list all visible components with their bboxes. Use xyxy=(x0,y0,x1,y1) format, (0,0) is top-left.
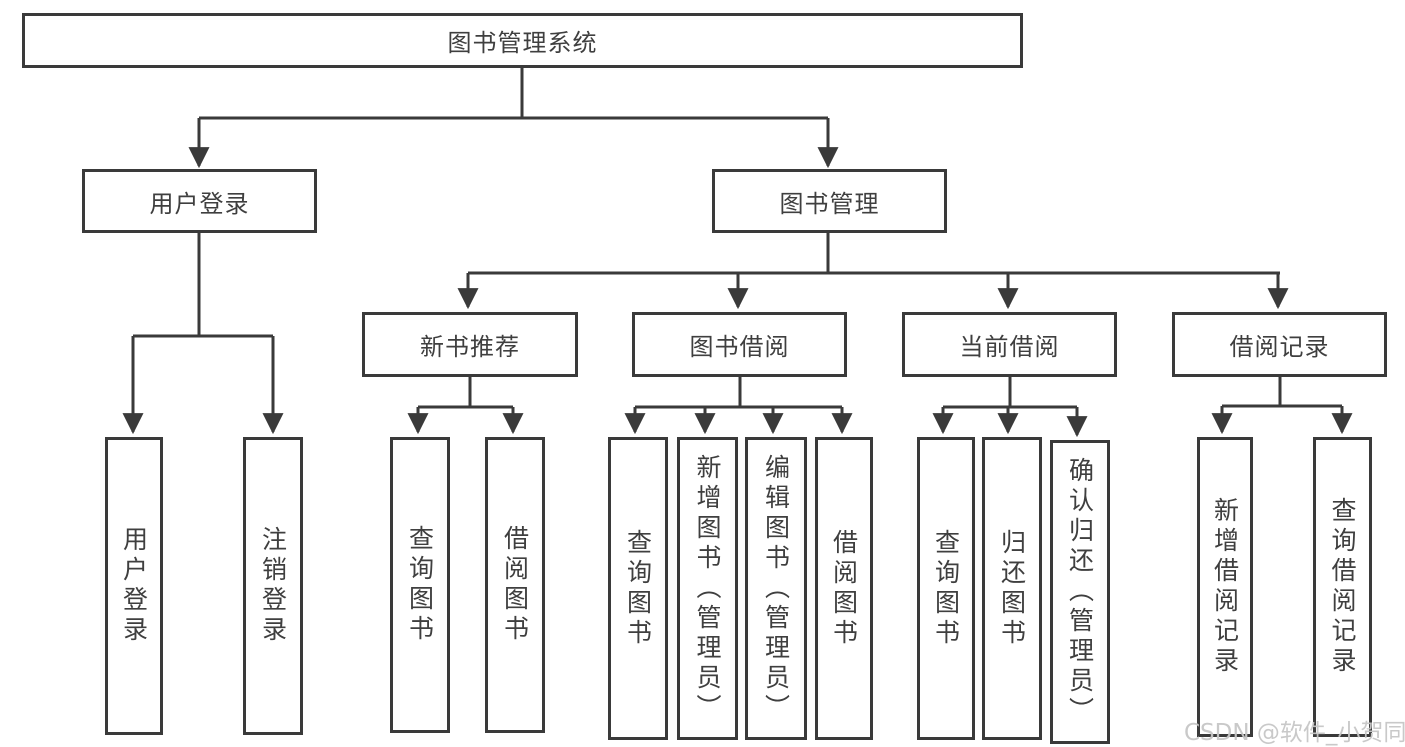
node-label: 用户登录 xyxy=(119,526,149,646)
node-label: 确认归还（管理员） xyxy=(1065,457,1095,727)
node-label: 新书推荐 xyxy=(420,333,520,361)
leaf-query-books: 查询图书 xyxy=(390,437,450,733)
node-book-management: 图书管理 xyxy=(712,169,947,233)
node-borrowing-records: 借阅记录 xyxy=(1172,312,1387,377)
node-label: 新增借阅记录 xyxy=(1210,497,1240,677)
node-book-borrowing: 图书借阅 xyxy=(632,312,847,377)
node-label: 用户登录 xyxy=(149,189,250,218)
leaf-add-books-admin: 新增图书（管理员） xyxy=(677,437,738,740)
leaf-borrow-books: 借阅图书 xyxy=(815,437,873,740)
node-label: 查询借阅记录 xyxy=(1328,497,1357,677)
node-label: 借阅图书 xyxy=(500,525,530,645)
node-label: 新增图书（管理员） xyxy=(693,453,722,724)
node-label: 图书管理 xyxy=(779,189,880,218)
node-label: 查询图书 xyxy=(623,528,653,649)
node-label: 归还图书 xyxy=(997,528,1027,649)
leaf-query-books: 查询图书 xyxy=(917,437,975,740)
node-label: 借阅记录 xyxy=(1229,333,1330,361)
node-library-management-system: 图书管理系统 xyxy=(22,13,1023,68)
leaf-add-borrow-record: 新增借阅记录 xyxy=(1197,437,1253,737)
node-user-login: 用户登录 xyxy=(82,169,317,233)
node-label: 查询图书 xyxy=(931,528,961,649)
node-label: 注销登录 xyxy=(258,526,288,646)
node-label: 图书管理系统 xyxy=(447,29,598,57)
leaf-logout: 注销登录 xyxy=(243,437,303,735)
node-label: 图书借阅 xyxy=(689,333,790,361)
node-label: 查询图书 xyxy=(405,525,435,645)
leaf-query-books: 查询图书 xyxy=(608,437,668,740)
leaf-query-borrow-record: 查询借阅记录 xyxy=(1313,437,1372,737)
leaf-return-books: 归还图书 xyxy=(982,437,1042,740)
node-current-borrowing: 当前借阅 xyxy=(902,312,1117,377)
node-label: 编辑图书（管理员） xyxy=(761,453,791,724)
leaf-user-login: 用户登录 xyxy=(105,437,163,735)
leaf-borrow-books: 借阅图书 xyxy=(485,437,545,733)
node-new-book-recommendation: 新书推荐 xyxy=(362,312,578,377)
node-label: 借阅图书 xyxy=(829,528,859,649)
node-label: 当前借阅 xyxy=(959,333,1060,361)
csdn-watermark: CSDN @软件_小贺同学 xyxy=(1184,720,1405,746)
leaf-confirm-return-admin: 确认归还（管理员） xyxy=(1050,440,1110,744)
leaf-edit-books-admin: 编辑图书（管理员） xyxy=(745,437,807,740)
